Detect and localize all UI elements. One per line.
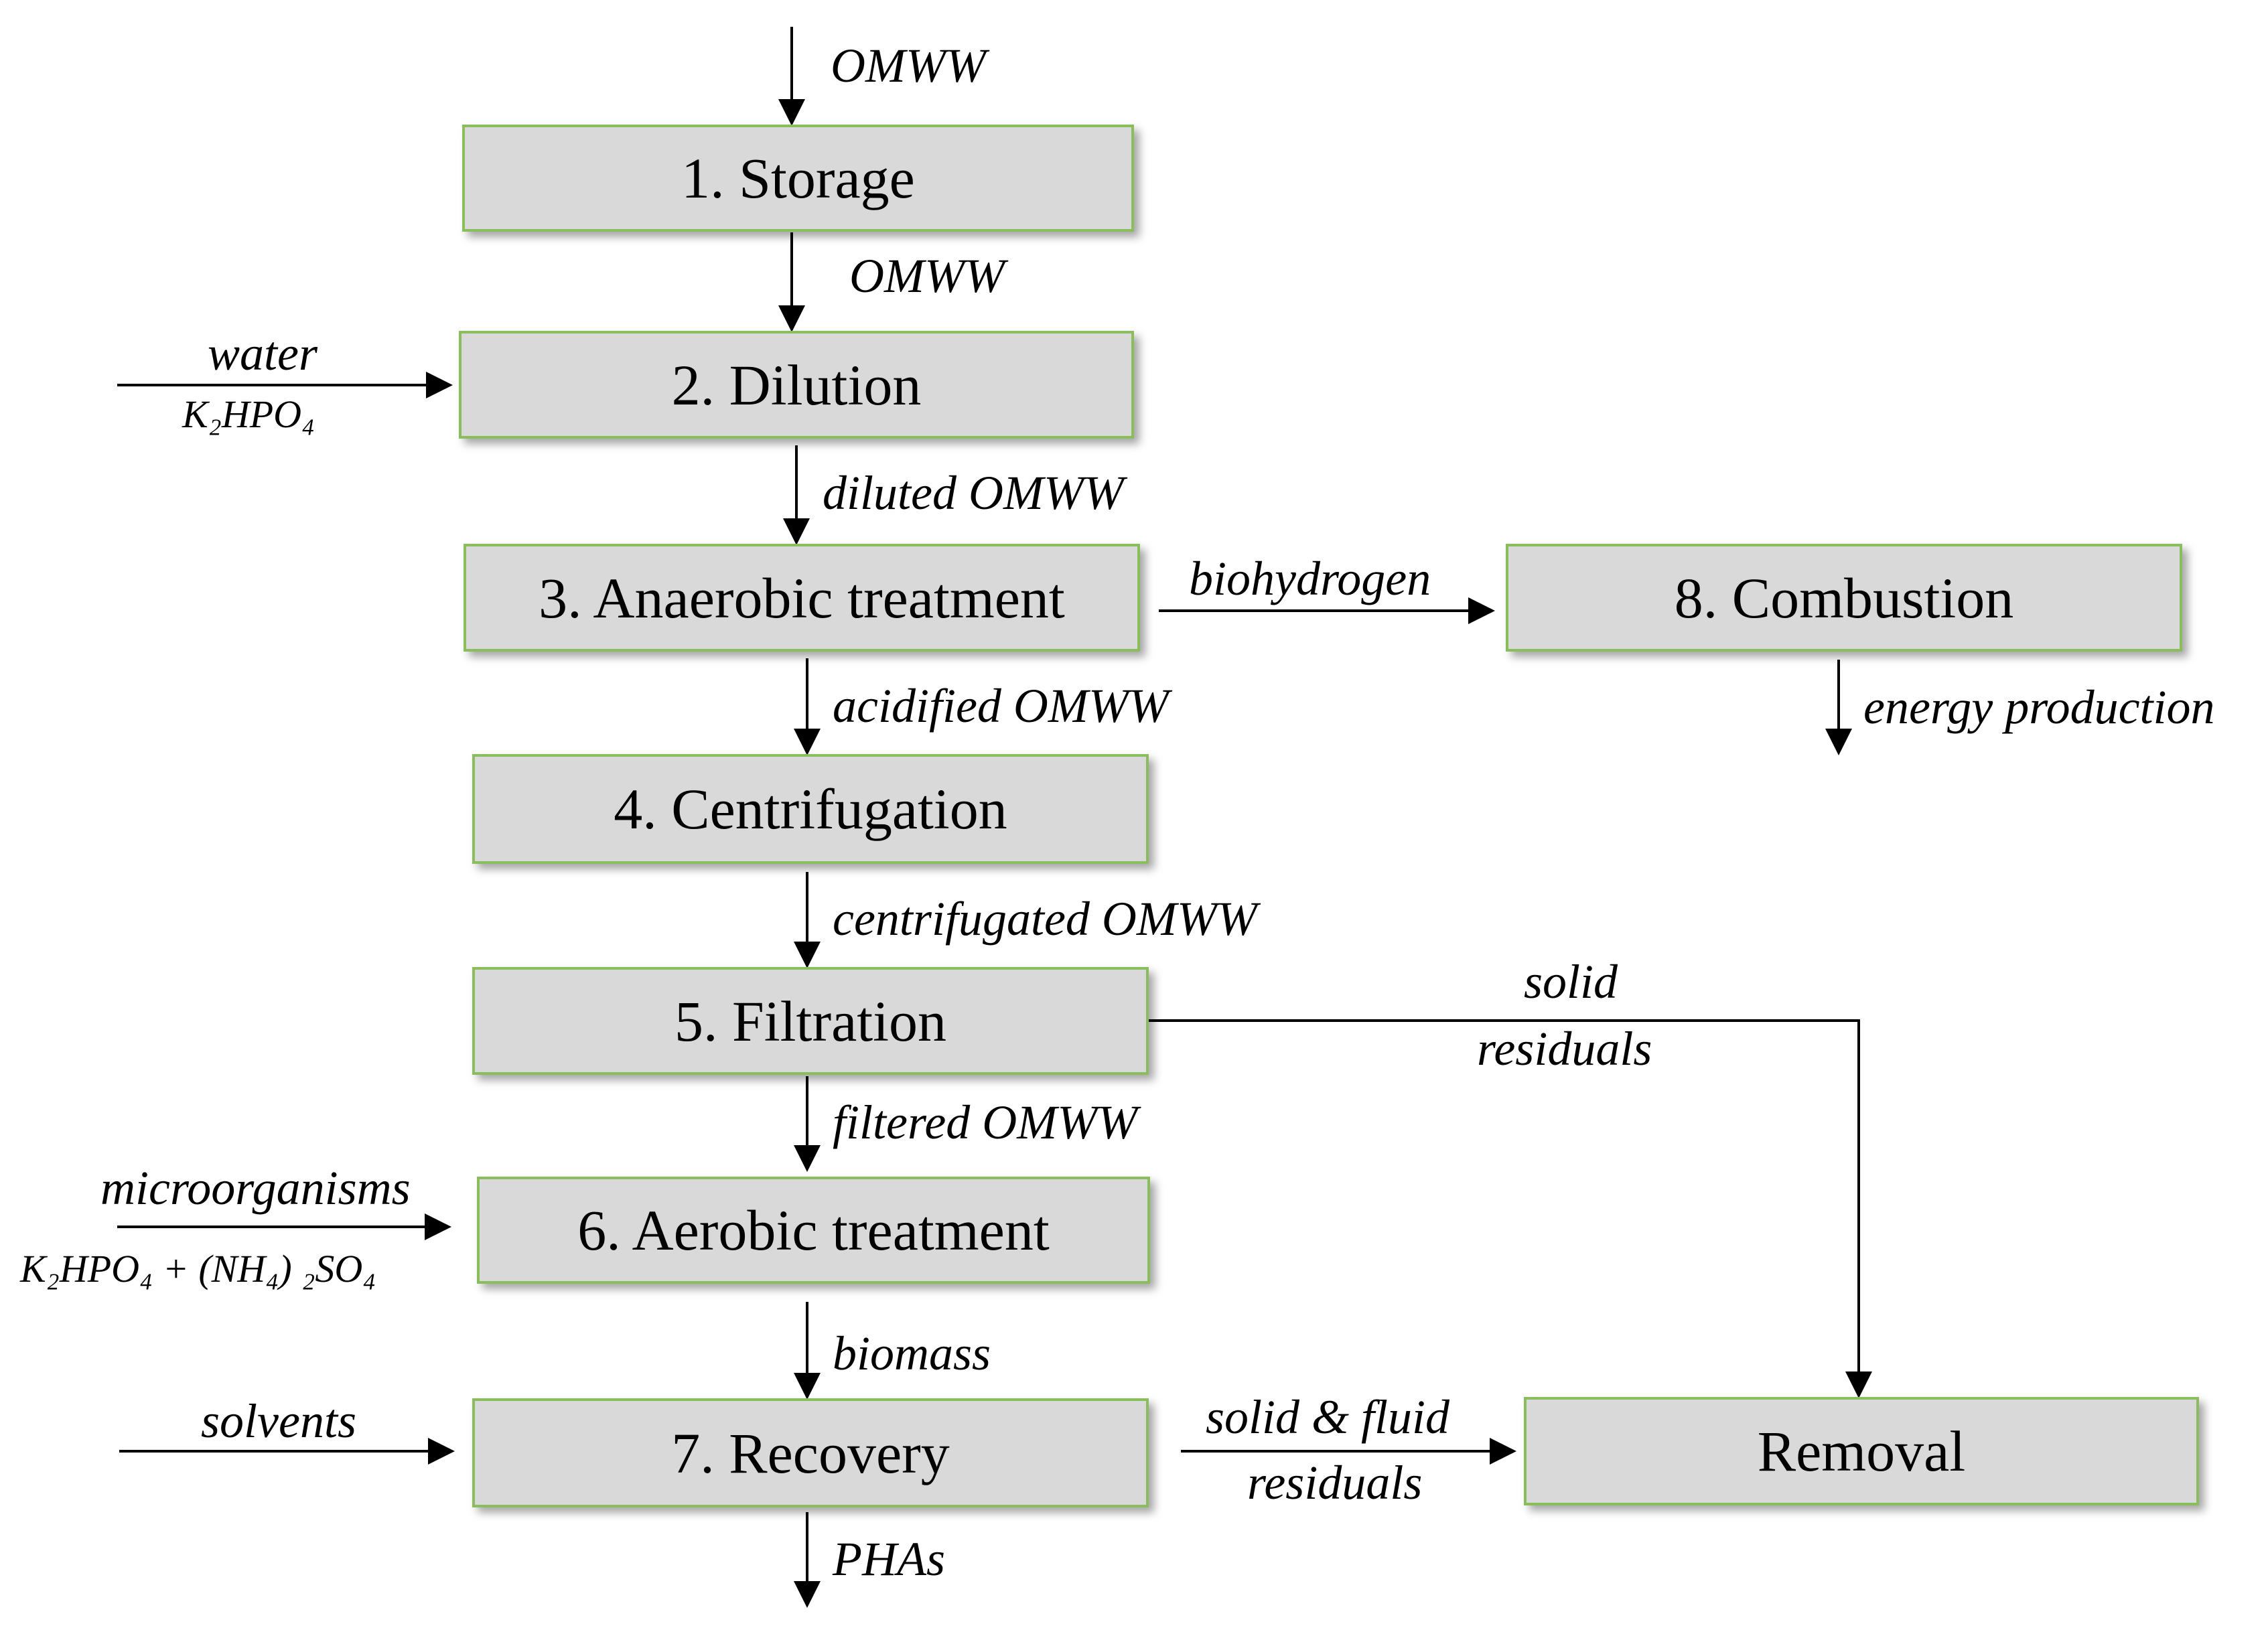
step-anaerobic-treatment: 3. Anaerobic treatment xyxy=(464,544,1140,652)
step-centrifugation: 4. Centrifugation xyxy=(472,754,1149,864)
label-solid-fluid: solid & fluid xyxy=(1206,1390,1450,1444)
label-microorganisms: microorganisms xyxy=(100,1161,411,1215)
label-diluted-omww: diluted OMWW xyxy=(823,466,1124,520)
label-biohydrogen: biohydrogen xyxy=(1189,552,1431,605)
label-nutrients: K₂HPO₄ + (NH₄) ₂SO₄ xyxy=(20,1247,376,1290)
step-storage: 1. Storage xyxy=(462,125,1134,232)
step-removal: Removal xyxy=(1524,1397,2199,1505)
label-solid: solid xyxy=(1524,955,1618,1009)
arrow-filtration-removal xyxy=(1147,1019,1872,1398)
label-filtered-omww: filtered OMWW xyxy=(833,1096,1138,1149)
label-biomass: biomass xyxy=(833,1327,991,1380)
step-dilution: 2. Dilution xyxy=(459,331,1134,439)
label-water: water xyxy=(208,327,318,380)
step-combustion: 8. Combustion xyxy=(1506,544,2182,652)
label-omww-in: OMWW xyxy=(831,39,986,92)
label-centrifugated-omww: centrifugated OMWW xyxy=(833,892,1257,946)
label-k2hpo4: K₂HPO₄ xyxy=(182,392,315,436)
step-filtration: 5. Filtration xyxy=(472,967,1149,1075)
label-omww: OMWW xyxy=(849,249,1005,303)
label-phas: PHAs xyxy=(833,1532,945,1586)
label-residuals-2: residuals xyxy=(1247,1456,1423,1509)
label-energy-production: energy production xyxy=(1863,680,2215,734)
step-recovery: 7. Recovery xyxy=(472,1398,1149,1507)
label-residuals: residuals xyxy=(1477,1022,1652,1075)
label-solvents: solvents xyxy=(201,1394,356,1448)
label-acidified-omww: acidified OMWW xyxy=(833,679,1169,733)
step-aerobic-treatment: 6. Aerobic treatment xyxy=(477,1177,1150,1284)
